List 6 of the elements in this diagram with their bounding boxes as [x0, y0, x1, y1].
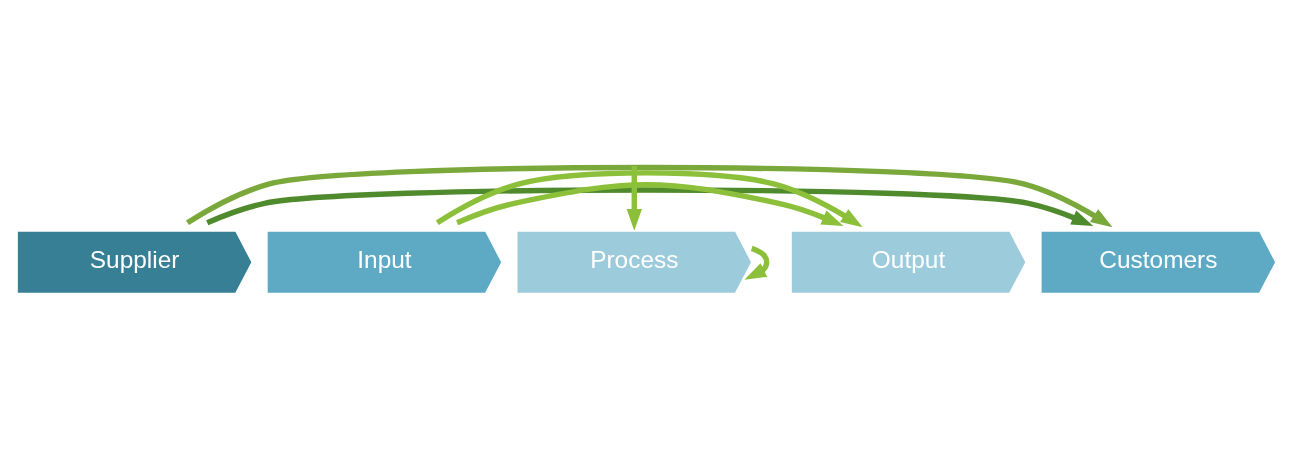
- arrow: [626, 165, 642, 231]
- arrow: [435, 170, 863, 228]
- arrow: [744, 245, 770, 280]
- arrow: [456, 182, 844, 226]
- arrow: [186, 164, 1113, 228]
- arrow: [206, 187, 1094, 226]
